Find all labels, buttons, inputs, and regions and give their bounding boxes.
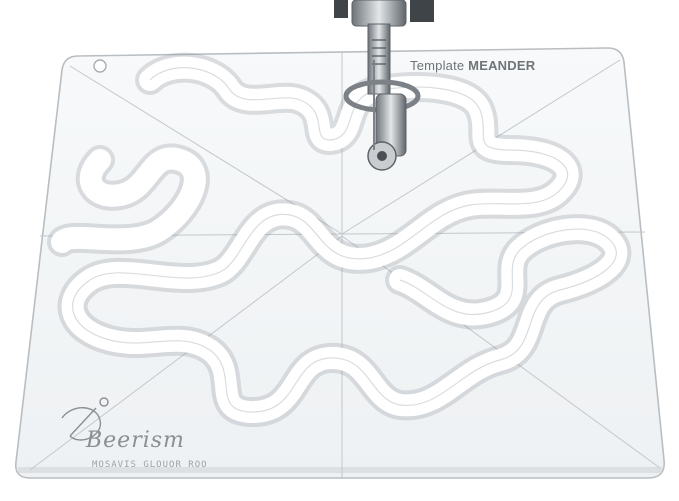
meander-groove-loop-left-channel (51, 147, 206, 253)
hanging-hole (93, 59, 107, 73)
template-label-prefix: Template (410, 58, 465, 73)
edge-print-text: MOSAVIS GLOUOR ROO (92, 460, 208, 470)
sewing-machine-body (334, 0, 348, 18)
template-name-label: Template MEANDER (410, 58, 535, 73)
template-label-name: MEANDER (468, 58, 536, 73)
brand-logo-text: Beerism (86, 428, 185, 453)
sewing-machine-body-right (410, 0, 434, 22)
presser-foot-icon (343, 0, 421, 171)
brand-logo-icon (61, 397, 109, 441)
